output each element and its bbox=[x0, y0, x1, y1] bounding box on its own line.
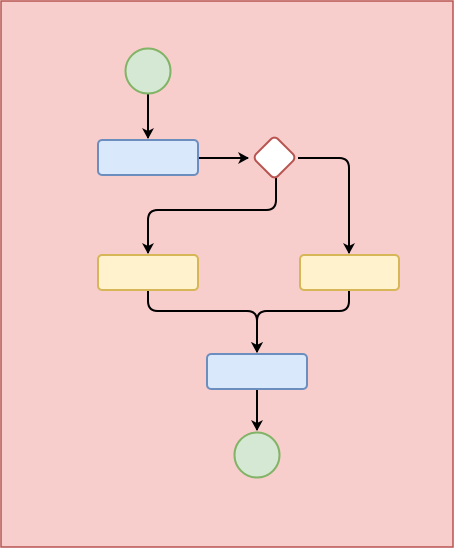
decision-node bbox=[253, 136, 296, 179]
edge-branch-right-to-merge bbox=[251, 291, 350, 353]
end-node bbox=[233, 431, 281, 479]
start-node bbox=[124, 47, 172, 95]
edge-decision-to-branch-left bbox=[142, 178, 277, 254]
branch-right-node bbox=[299, 254, 400, 291]
edge-decision-to-branch-right bbox=[298, 157, 355, 254]
merge-action-node bbox=[206, 353, 308, 390]
branch-left-node bbox=[97, 254, 199, 291]
edge-branch-left-to-merge bbox=[147, 291, 263, 353]
action-node-1 bbox=[97, 139, 199, 176]
